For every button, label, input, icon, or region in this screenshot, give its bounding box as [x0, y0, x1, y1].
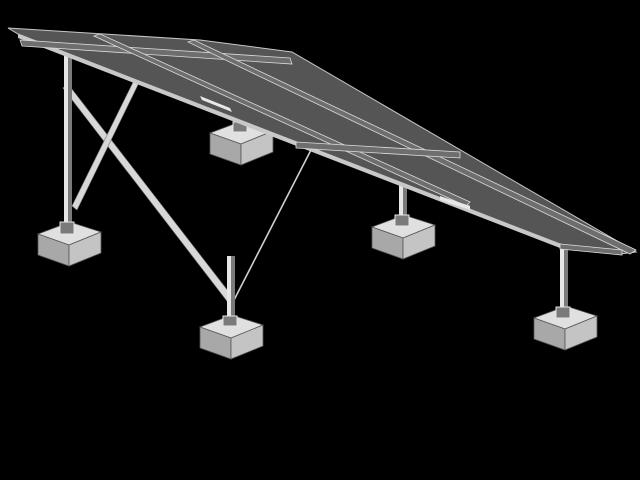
panel-surface-front-edge — [18, 34, 560, 248]
post-front-left — [222, 256, 238, 327]
panel-surface — [7, 27, 638, 255]
rail-mid-center — [186, 39, 637, 255]
panel-highlights — [200, 96, 470, 210]
post-back-right — [394, 152, 410, 227]
brace-thin-front — [233, 147, 313, 301]
post-back-left — [59, 48, 75, 235]
purlin-rails — [19, 33, 637, 256]
rail-front-right-end — [559, 243, 623, 256]
post-front-right — [555, 244, 571, 319]
brace-cross-long — [62, 83, 236, 306]
solar-panel-array — [7, 27, 638, 255]
rail-front — [295, 141, 461, 159]
